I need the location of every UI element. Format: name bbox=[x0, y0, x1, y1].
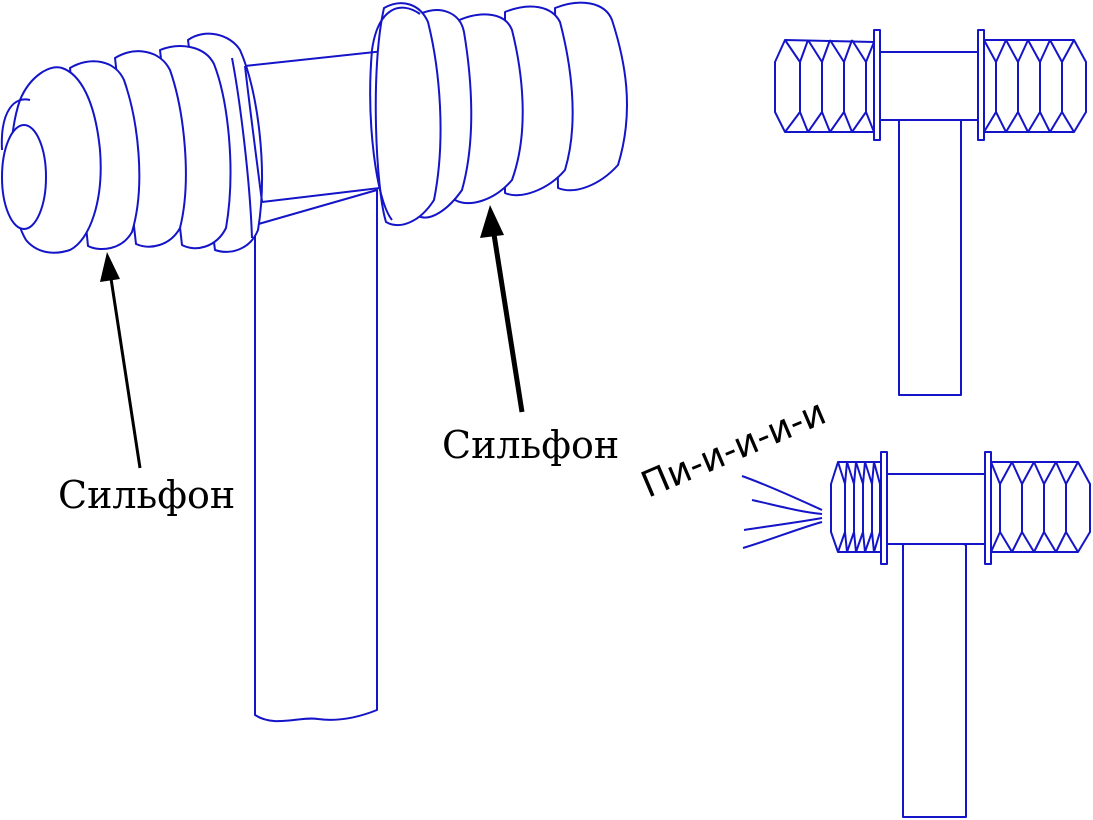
left-bellows-label: Сильфон bbox=[58, 473, 235, 517]
top-stem bbox=[898, 116, 962, 396]
perspective-right-bellows bbox=[369, 1, 628, 227]
left-callout-arrow-line bbox=[108, 271, 142, 469]
right-bellows-callout: Сильфон bbox=[442, 205, 619, 467]
right-callout-arrow-line bbox=[490, 227, 525, 413]
bottom-stem bbox=[902, 540, 967, 818]
right-callout-arrowhead bbox=[480, 205, 504, 238]
left-bellows-callout: Сильфон bbox=[58, 252, 235, 517]
flat-fitting-bottom bbox=[830, 451, 1091, 818]
flat-fitting-top bbox=[774, 29, 1087, 396]
left-callout-arrowhead bbox=[100, 252, 120, 282]
perspective-stem bbox=[254, 189, 378, 723]
air-jet-lines bbox=[741, 475, 823, 549]
bottom-pipe bbox=[885, 473, 987, 545]
right-bellows-label: Сильфон bbox=[442, 423, 619, 467]
perspective-left-bellows bbox=[0, 32, 263, 254]
top-pipe bbox=[879, 51, 979, 121]
sound-label: Пи-и-и-и-и bbox=[635, 392, 831, 506]
perspective-fitting bbox=[0, 1, 628, 723]
